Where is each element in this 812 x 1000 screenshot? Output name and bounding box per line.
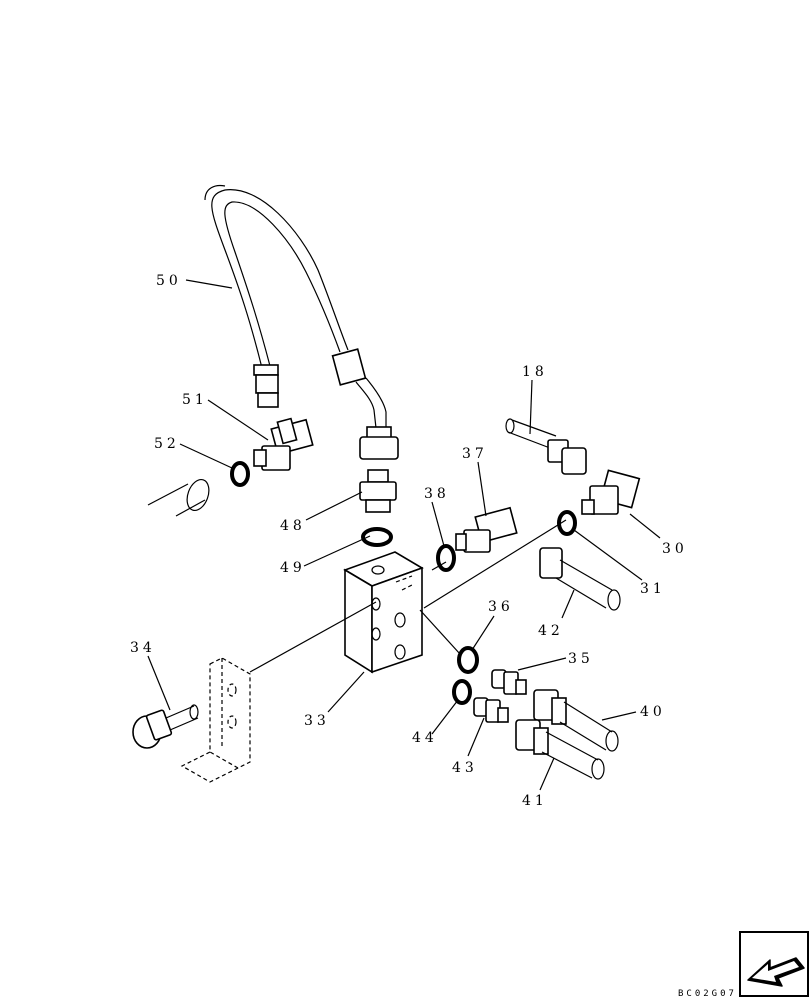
callout-37: 37	[462, 446, 488, 462]
callout-31: 31	[640, 581, 666, 597]
o-ring-49	[361, 527, 393, 547]
reference-code: BC02G07	[678, 989, 737, 999]
elbow-fitting-30	[581, 469, 641, 515]
o-ring-36	[457, 646, 479, 674]
o-ring-31	[557, 510, 577, 536]
hose-fitting-42	[539, 547, 621, 611]
callout-51: 51	[182, 392, 208, 408]
hose-assembly-50	[204, 184, 399, 460]
callout-41: 41	[522, 793, 548, 809]
elbow-fitting-37	[455, 506, 518, 553]
hose-fitting-40	[533, 689, 619, 752]
callout-34: 34	[130, 640, 156, 656]
callout-43: 43	[452, 760, 478, 776]
callout-44: 44	[412, 730, 438, 746]
nav-arrow-button[interactable]	[739, 931, 809, 997]
callout-18: 18	[522, 364, 548, 380]
pipe-stub	[147, 478, 210, 517]
o-ring-38	[436, 544, 456, 572]
part-callouts: 50 51 52 48 49 18 37 38 30 31 42 36 35 3…	[130, 273, 688, 809]
assembly-lines	[249, 519, 567, 673]
callout-48: 48	[280, 518, 306, 534]
o-ring-44	[452, 679, 472, 705]
adapter-43	[473, 697, 509, 723]
bracket-phantom	[180, 657, 251, 783]
valve-block-33	[343, 551, 424, 674]
elbow-fitting-51	[253, 417, 314, 471]
callout-35: 35	[568, 651, 594, 667]
callout-42: 42	[538, 623, 564, 639]
callout-40: 40	[640, 704, 666, 720]
callout-50: 50	[156, 273, 182, 289]
adapter-35	[491, 669, 527, 695]
callout-36: 36	[488, 599, 514, 615]
callout-49: 49	[280, 560, 306, 576]
leader-lines	[147, 279, 661, 791]
hose-fitting-18	[505, 418, 587, 475]
hose-fitting-41	[515, 719, 605, 780]
adapter-48	[359, 469, 397, 513]
arrow-icon	[747, 957, 805, 987]
callout-38: 38	[424, 486, 450, 502]
bolt-34	[132, 704, 199, 749]
callout-52: 52	[154, 436, 180, 452]
o-ring-52	[230, 461, 250, 487]
callout-30: 30	[662, 541, 688, 557]
callout-33: 33	[304, 713, 330, 729]
